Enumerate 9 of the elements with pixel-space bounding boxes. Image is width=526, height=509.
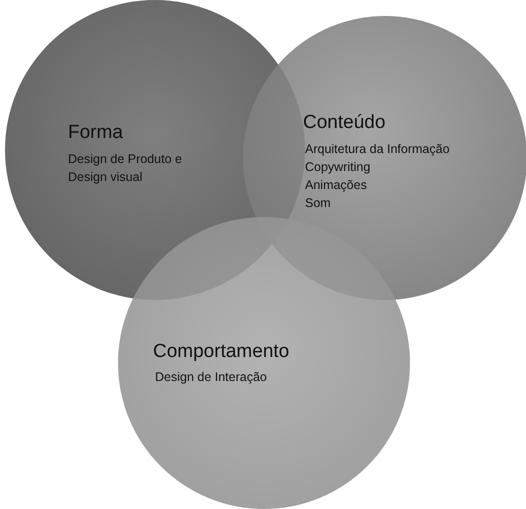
- circle-title: Conteúdo: [303, 112, 386, 134]
- circle-description: Copywriting: [305, 159, 370, 176]
- circle-description: Arquitetura da Informação: [305, 141, 450, 158]
- circle-title: Forma: [68, 122, 123, 144]
- circle-description: Design de Interação: [155, 369, 267, 386]
- circle-description: Animações: [305, 177, 367, 194]
- circle-description: Som: [305, 195, 331, 212]
- circle-description: Design de Produto e Design visual: [68, 151, 183, 186]
- circle-title: Comportamento: [153, 341, 290, 363]
